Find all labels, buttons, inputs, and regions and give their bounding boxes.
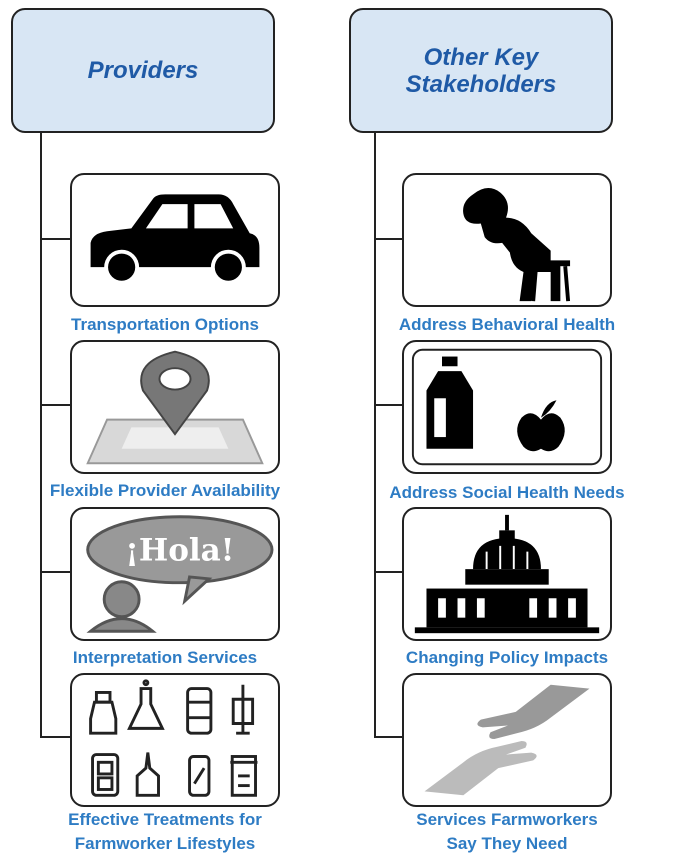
capitol-building-icon bbox=[414, 514, 600, 634]
provider-availability-label: Flexible Provider Availability bbox=[49, 481, 281, 500]
connector bbox=[40, 404, 70, 406]
policy-card bbox=[402, 507, 612, 641]
behavioral-health-label: Address Behavioral Health bbox=[398, 315, 616, 334]
connector bbox=[40, 736, 70, 738]
providers-header-title: Providers bbox=[87, 57, 199, 84]
stakeholders-header: Other Key Stakeholders bbox=[349, 8, 613, 133]
farmworker-services-card bbox=[402, 673, 612, 807]
interpretation-label: Interpretation Services bbox=[72, 648, 258, 667]
behavioral-health-card bbox=[402, 173, 612, 307]
treatments-label: Effective Treatments for Farmworker Life… bbox=[68, 810, 262, 853]
social-health-label: Address Social Health Needs bbox=[389, 483, 625, 502]
helping-hands-icon bbox=[424, 684, 590, 796]
treatments-card bbox=[70, 673, 280, 807]
interpretation-card: ¡Hola! bbox=[70, 507, 280, 641]
social-health-card bbox=[402, 340, 612, 474]
speech-bubble-icon: ¡Hola! bbox=[86, 515, 274, 633]
farmworker-services-label: Services Farmworkers Say They Need bbox=[416, 810, 598, 853]
hola-text: ¡Hola! bbox=[125, 532, 234, 568]
providers-header: Providers bbox=[11, 8, 275, 133]
policy-label: Changing Policy Impacts bbox=[405, 648, 609, 667]
connector bbox=[374, 404, 402, 406]
stakeholders-header-title: Other Key Stakeholders bbox=[405, 43, 557, 98]
transportation-label: Transportation Options bbox=[71, 315, 259, 334]
food-icon bbox=[411, 348, 603, 466]
distressed-person-icon bbox=[463, 188, 571, 302]
connector bbox=[374, 571, 402, 573]
medicine-icon bbox=[89, 679, 258, 797]
connector bbox=[374, 736, 402, 738]
connector bbox=[374, 238, 402, 240]
provider-availability-card bbox=[70, 340, 280, 474]
providers-column: Providers Transportation Options Flexibl… bbox=[11, 8, 281, 853]
transportation-card bbox=[70, 173, 280, 307]
providers-connector-line bbox=[40, 133, 42, 738]
stakeholders-column: Other Key Stakeholders Address Behaviora… bbox=[338, 0, 676, 863]
connector bbox=[40, 238, 70, 240]
map-pin-icon bbox=[86, 350, 264, 465]
car-icon bbox=[90, 194, 260, 285]
connector bbox=[40, 571, 70, 573]
stakeholders-connector-line bbox=[374, 133, 376, 738]
